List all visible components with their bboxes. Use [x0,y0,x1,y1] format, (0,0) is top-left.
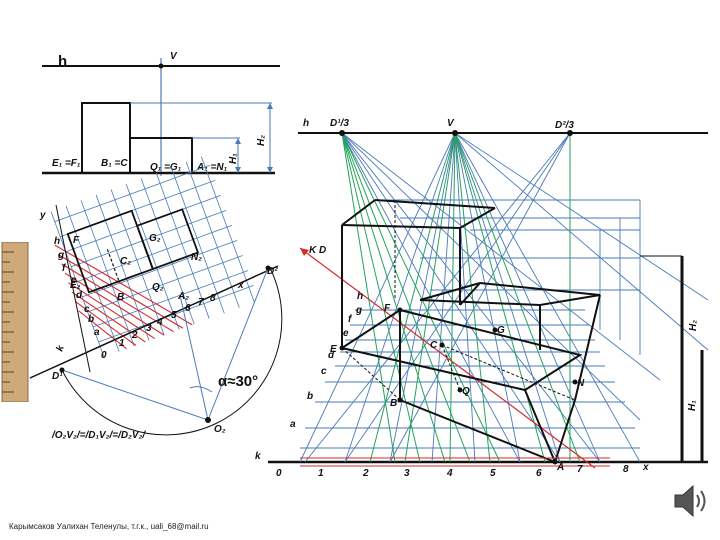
h-label: h [58,53,67,70]
perspective-view: h D¹/3 V D²/3 K D k x h g f e d c b a F … [255,118,709,479]
distance-arc [61,267,283,436]
point-e: E [330,344,337,355]
e1f1-label: E₁ =F₁ [52,158,81,169]
grid-num-5: 5 [171,310,177,321]
author-credit: Карымсаков Уалихан Теленулы, т.г.к., ual… [9,522,209,531]
point-f: F [384,303,391,314]
point-q: Q [462,386,470,397]
angle-arc [189,386,213,393]
d2-point [265,265,271,271]
plan-outline-small [135,208,200,271]
h2-label-right: H₂ [688,320,699,331]
rnum-8: 8 [623,464,629,475]
rnum-3: 3 [404,468,410,479]
grid-num-4: 4 [156,317,163,328]
low-block [129,137,193,174]
y-axis [55,204,91,373]
k-d-line [299,247,596,469]
v-point [158,63,164,69]
scale-c: c [84,304,90,315]
grid-num-1: 1 [119,338,125,349]
rscale-d: d [328,350,335,361]
scale-f: f [62,263,67,274]
kd-label: K D [309,245,326,256]
b-point-label: B [117,292,124,303]
h1-label: H₁ [228,153,239,164]
o2-label: O₂ [214,424,226,435]
v-label: V [170,51,178,62]
ruler-icon [1,242,29,402]
point-c: C [430,340,438,351]
d2-3-point [567,130,573,136]
grid-num-3: 3 [146,323,152,334]
x-label-right: x [642,462,649,473]
k-label: k [54,344,66,353]
c2-label: C₂ [120,256,131,267]
rotated-grid: y x k F G₂ C₂ N₂ E₂ B Q₂ A₂ h g f e d c … [29,156,283,441]
rnum-6: 6 [536,468,542,479]
a2-label: A₂ [177,291,189,302]
grid-num-7: 7 [198,297,204,308]
b1c-label: B₁ =C [101,158,128,169]
rnum-1: 1 [318,468,324,479]
h1-label-right: H₁ [687,400,698,411]
grid-num-8: 8 [210,293,216,304]
rscale-h: h [357,291,363,302]
rnum-7: 7 [577,464,583,475]
grid-num-2: 2 [131,330,138,341]
top-view: h V E₁ =F₁ B₁ =C Q₁ =G₁ A₁ =N₁ H₁ H₂ [42,51,280,176]
x-axis [29,265,279,379]
grid-group [50,156,255,358]
d1-3-label: D¹/3 [330,118,349,129]
rscale-a: a [290,419,296,430]
rnum-0: 0 [276,468,282,479]
q1g1-label: Q₁ =G₁ [150,162,182,173]
formula-label: /O₂V₂/=/D₁V₂/=/D₂V₂/ [51,430,146,441]
d2-label: D² [267,266,278,277]
n2-label: N₂ [191,252,202,263]
d2-3-label: D²/3 [555,120,574,131]
grid-num-0: 0 [101,350,107,361]
x-label: x [237,280,244,291]
scale-b: b [88,314,94,325]
rscale-c: c [321,366,327,377]
rnum-2: 2 [362,468,369,479]
speaker-icon[interactable] [672,481,710,521]
h-label-right: h [303,118,309,129]
point-a: A [556,462,564,473]
rscale-g: g [355,305,362,316]
scale-g: g [57,250,64,261]
d1-point [59,367,65,373]
rscale-f: f [348,314,353,325]
d1-label: D¹ [52,371,63,382]
point-n: N [577,378,585,389]
d1-3-point [339,130,345,136]
angle-label: α≈30° [218,373,258,390]
f-point-label: F [73,235,80,246]
scale-e: e [71,275,77,286]
scale-d: d [76,290,83,301]
rnum-5: 5 [490,468,496,479]
scale-h: h [54,236,60,247]
q2-label: Q₂ [152,282,164,293]
perspective-solid [339,199,601,463]
g2-label: G₂ [149,233,161,244]
point-b: B [390,398,397,409]
scale-a: a [94,327,100,338]
rnum-4: 4 [446,468,453,479]
grid-num-6: 6 [185,303,191,314]
point-g: G [497,325,505,336]
v-point-right [452,130,458,136]
a1n1-label: A₁ =N₁ [196,162,228,173]
rscale-b: b [307,391,313,402]
rscale-e: e [343,328,349,339]
y-label: y [39,210,46,221]
o2-point [205,417,211,423]
k-label-right: k [255,451,261,462]
h2-label: H₂ [256,135,267,146]
e2-label: E₂ [70,280,81,291]
v-label-right: V [447,118,455,129]
